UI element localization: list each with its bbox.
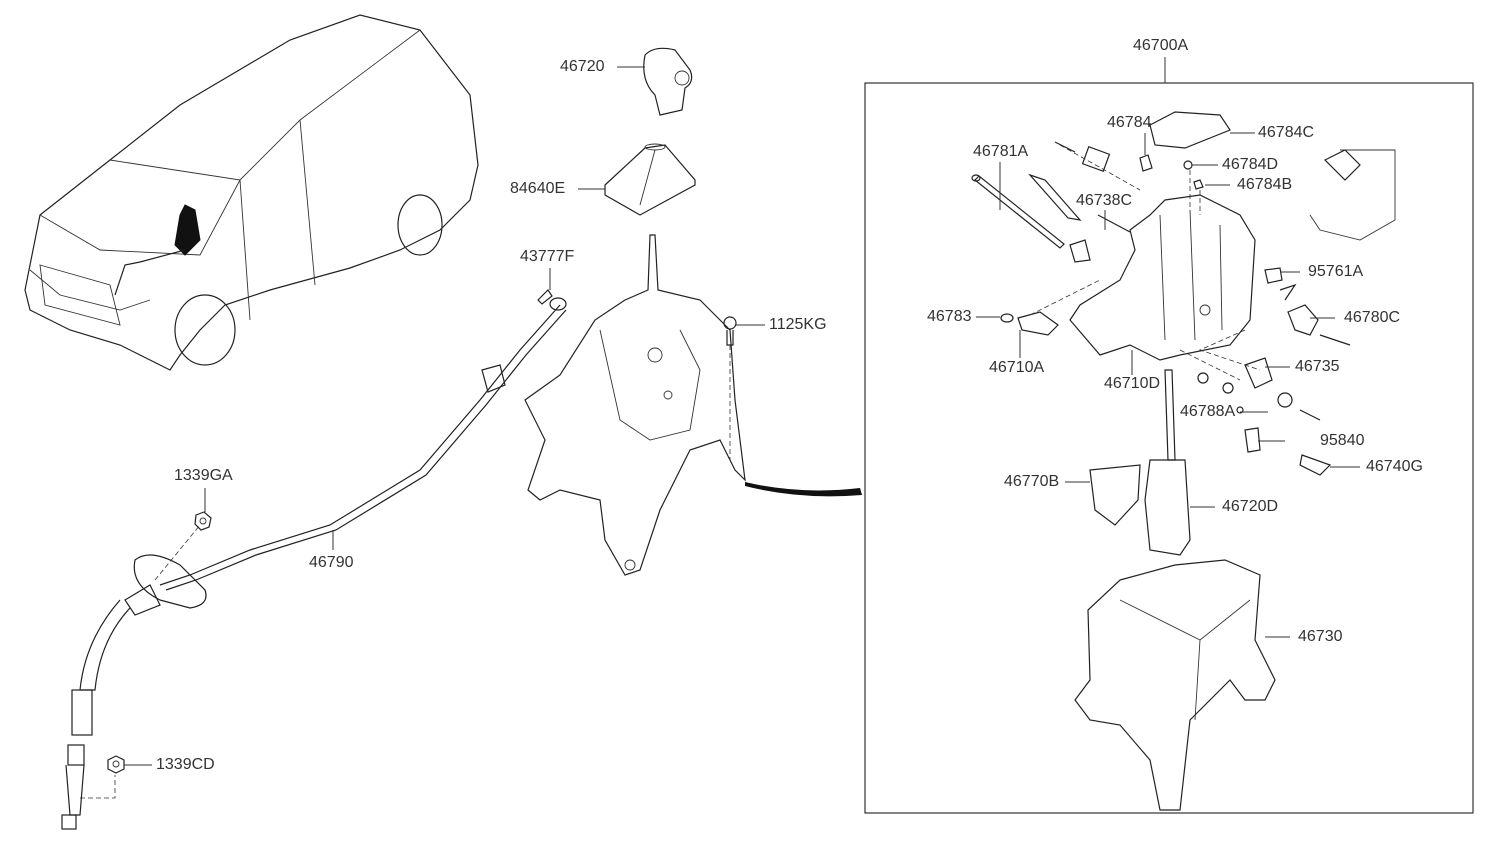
assembly-parts — [971, 111, 1396, 811]
callout-46784[interactable]: 46784 — [1107, 114, 1152, 131]
callout-1125KG[interactable]: 1125KG — [769, 316, 827, 333]
shift-cable-part — [61, 297, 567, 830]
callout-46780C[interactable]: 46780C — [1344, 309, 1401, 326]
vehicle-illustration — [24, 14, 479, 371]
shift-knob-part — [643, 47, 693, 116]
connector-arrow — [745, 482, 862, 497]
callout-46735[interactable]: 46735 — [1295, 358, 1340, 375]
shifter-housing-part — [524, 234, 746, 576]
callout-46710A[interactable]: 46710A — [989, 359, 1045, 376]
callout-46784D[interactable]: 46784D — [1222, 156, 1279, 173]
bolt-part — [723, 316, 737, 460]
callout-46790[interactable]: 46790 — [309, 554, 354, 571]
callout-1339GA[interactable]: 1339GA — [174, 467, 233, 484]
shift-boot-part — [604, 143, 696, 216]
callout-95761A[interactable]: 95761A — [1308, 263, 1364, 280]
callout-46720[interactable]: 46720 — [560, 58, 605, 75]
callout-1339CD[interactable]: 1339CD — [156, 756, 215, 773]
callout-46720D[interactable]: 46720D — [1222, 498, 1279, 515]
callout-43777F[interactable]: 43777F — [520, 248, 575, 265]
callout-46781A[interactable]: 46781A — [973, 143, 1029, 160]
callout-46738C[interactable]: 46738C — [1076, 192, 1133, 209]
callout-95840[interactable]: 95840 — [1320, 432, 1365, 449]
assembly-group-box — [864, 82, 1474, 814]
callout-46783[interactable]: 46783 — [927, 308, 972, 325]
callout-46700A[interactable]: 46700A — [1133, 37, 1189, 54]
nut-1339ga-part — [194, 511, 212, 531]
callout-46740G[interactable]: 46740G — [1366, 458, 1423, 475]
nut-1339cd-part — [107, 755, 125, 774]
callout-46730[interactable]: 46730 — [1298, 628, 1343, 645]
callout-84640E[interactable]: 84640E — [510, 180, 566, 197]
callout-46710D[interactable]: 46710D — [1104, 375, 1161, 392]
callout-46770B[interactable]: 46770B — [1004, 473, 1060, 490]
callout-46784B[interactable]: 46784B — [1237, 176, 1293, 193]
leader-lines — [124, 66, 1360, 766]
clip-part — [537, 289, 553, 305]
callout-46784C[interactable]: 46784C — [1258, 124, 1315, 141]
callout-46788A[interactable]: 46788A — [1180, 403, 1236, 420]
